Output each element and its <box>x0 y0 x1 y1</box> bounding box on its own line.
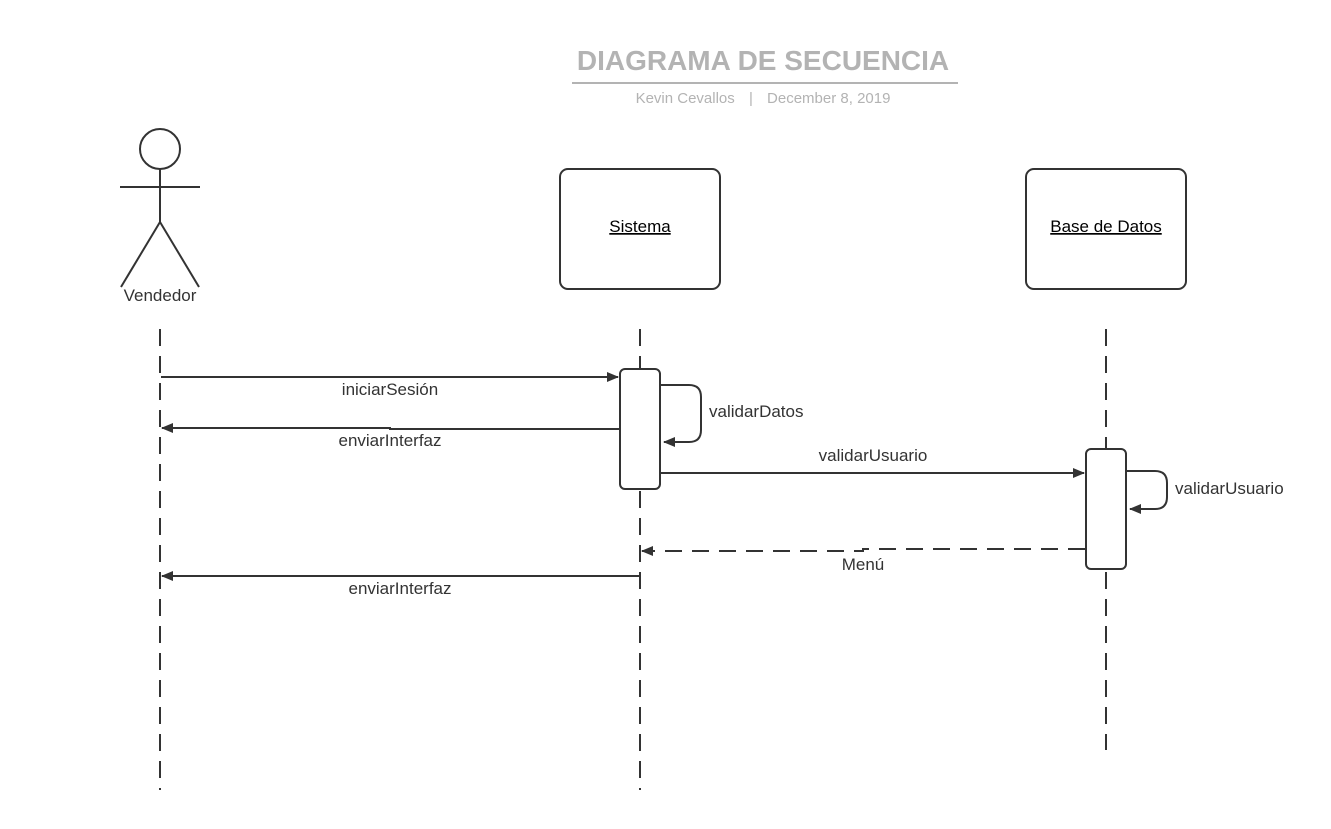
actor-label: Vendedor <box>124 286 197 305</box>
author-name: Kevin Cevallos <box>636 90 735 107</box>
message-validar-usuario-self[interactable]: validarUsuario <box>1127 470 1284 514</box>
message-enviar-interfaz-2[interactable]: enviarInterfaz <box>161 571 639 598</box>
message-validar-usuario-self-label: validarUsuario <box>1175 479 1284 498</box>
message-validar-usuario-label: validarUsuario <box>819 446 928 465</box>
actor-vendedor[interactable]: Vendedor <box>120 128 200 305</box>
message-enviar-interfaz-1[interactable]: enviarInterfaz <box>161 423 619 450</box>
diagram-title: DIAGRAMA DE SECUENCIA <box>577 45 949 76</box>
message-validar-usuario[interactable]: validarUsuario <box>661 446 1085 478</box>
message-validar-datos-arrow <box>661 384 702 447</box>
diagram-date: December 8, 2019 <box>767 90 890 107</box>
message-menu[interactable]: Menú <box>641 546 1085 574</box>
message-enviar-interfaz-1-label: enviarInterfaz <box>339 431 442 450</box>
actor-left-leg <box>120 221 161 288</box>
message-menu-arrow <box>641 546 1085 556</box>
activation-sistema[interactable] <box>619 368 661 490</box>
object-sistema-label: Sistema <box>609 217 671 236</box>
actor-head <box>139 128 181 170</box>
actor-right-leg <box>159 221 200 288</box>
diagram-subtitle: Kevin Cevallos | December 8, 2019 <box>636 90 891 107</box>
message-enviar-interfaz-1-arrow <box>161 423 619 433</box>
message-iniciar-sesion-label: iniciarSesión <box>342 380 438 399</box>
message-enviar-interfaz-2-label: enviarInterfaz <box>349 579 452 598</box>
object-sistema[interactable]: Sistema <box>559 168 721 290</box>
message-iniciar-sesion[interactable]: iniciarSesión <box>161 372 619 399</box>
object-base-de-datos[interactable]: Base de Datos <box>1025 168 1187 290</box>
object-base-de-datos-label: Base de Datos <box>1050 217 1162 236</box>
message-validar-datos[interactable]: validarDatos <box>661 384 804 447</box>
message-menu-label: Menú <box>842 555 885 574</box>
activation-base-de-datos[interactable] <box>1085 448 1127 570</box>
object-sistema-box <box>559 168 721 290</box>
object-base-de-datos-box <box>1025 168 1187 290</box>
subtitle-separator: | <box>749 90 753 107</box>
message-validar-usuario-self-arrow <box>1127 470 1168 514</box>
message-validar-datos-label: validarDatos <box>709 402 804 421</box>
